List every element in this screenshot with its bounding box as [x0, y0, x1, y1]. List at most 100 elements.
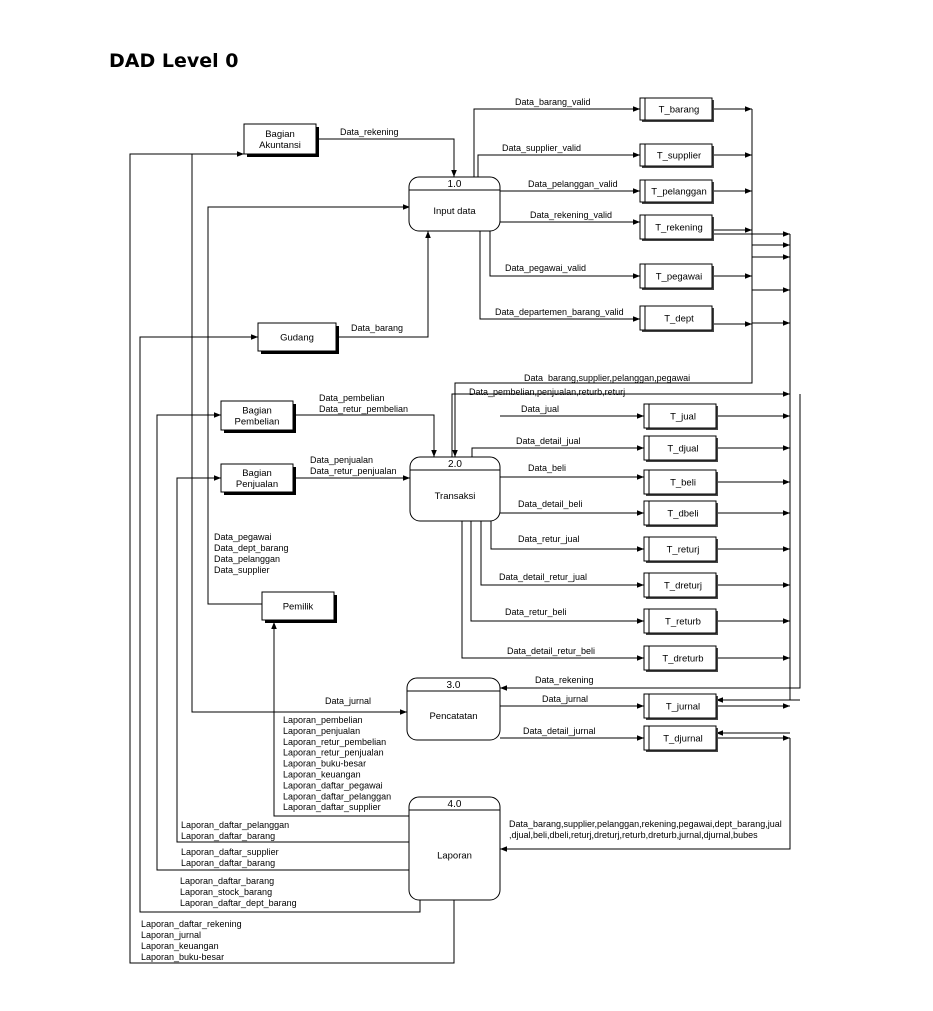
store-label: T_pegawai — [656, 272, 702, 283]
flow-dreturj — [480, 521, 644, 588]
store-box — [643, 403, 717, 429]
entity-box — [257, 322, 337, 352]
store-box — [643, 469, 717, 495]
label-data-rekening-p3: Data_rekening — [535, 675, 594, 685]
label-laporan-pemilik-1: Laporan_pembelian — [283, 715, 363, 725]
store-returj[interactable]: T_returj — [643, 536, 718, 563]
entity-label: Pembelian — [235, 417, 280, 428]
label-data-rekening-valid: Data_rekening_valid — [530, 210, 612, 220]
label-data-pegawai-valid: Data_pegawai_valid — [505, 263, 586, 273]
page-title: DAD Level 0 — [109, 50, 239, 72]
label-laporan-penjualan-1: Laporan_daftar_pelanggan — [181, 820, 289, 830]
flow-jurnal-in — [191, 154, 407, 715]
label-laporan-gudang-3: Laporan_daftar_dept_barang — [180, 898, 297, 908]
label-data-detail-retur-jual: Data_detail_retur_jual — [499, 572, 587, 582]
store-box — [643, 435, 717, 461]
store-label: T_supplier — [657, 151, 701, 162]
store-barang[interactable]: T_barang — [639, 97, 714, 122]
bus-vertical-master — [452, 109, 753, 457]
store-djual[interactable]: T_djual — [643, 435, 718, 462]
entity-label: Gudang — [280, 333, 314, 344]
store-box — [643, 572, 717, 598]
entity-gudang[interactable]: Gudang — [257, 322, 339, 354]
label-master-to-transaksi: Data_barang,supplier,pelanggan,pegawai — [524, 373, 690, 383]
store-label: T_jual — [670, 412, 696, 423]
store-label: T_djual — [667, 444, 698, 455]
store-label: T_beli — [670, 478, 696, 489]
process-number: 2.0 — [448, 459, 462, 470]
entity-label: Penjualan — [236, 479, 278, 490]
flow-returj — [490, 521, 644, 552]
flow-djual — [471, 445, 644, 457]
entity-label: Bagian — [242, 406, 272, 417]
store-supplier[interactable]: T_supplier — [639, 143, 714, 168]
store-label: T_barang — [659, 105, 700, 116]
store-jual[interactable]: T_jual — [643, 403, 718, 430]
store-box — [643, 693, 717, 719]
store-rekening[interactable]: T_rekening — [639, 214, 714, 241]
flow-stores-laporan — [500, 738, 791, 852]
label-pemilik-in-3: Data_pelanggan — [214, 554, 280, 564]
store-returb[interactable]: T_returb — [643, 608, 718, 635]
flow-returb — [470, 521, 644, 624]
store-jurnal[interactable]: T_jurnal — [643, 693, 718, 720]
store-beli[interactable]: T_beli — [643, 469, 718, 496]
entity-box — [261, 591, 335, 621]
label-data-jurnal-out: Data_jurnal — [542, 694, 588, 704]
label-laporan-pemilik-7: Laporan_daftar_pegawai — [283, 780, 383, 790]
entity-box — [220, 400, 294, 431]
store-label: T_dbeli — [667, 509, 698, 520]
label-laporan-pemilik-2: Laporan_penjualan — [283, 726, 360, 736]
process-box — [409, 456, 501, 522]
store-djurnal[interactable]: T_djurnal — [643, 725, 718, 752]
label-laporan-akuntansi-4: Laporan_buku-besar — [141, 952, 224, 962]
label-data-barang: Data_barang — [351, 323, 403, 333]
label-laporan-akuntansi-2: Laporan_jurnal — [141, 930, 201, 940]
label-penjualan-in-2: Data_retur_penjualan — [310, 466, 397, 476]
store-label: T_rekening — [655, 223, 703, 234]
store-box — [643, 500, 717, 526]
label-laporan-pemilik-8: Laporan_daftar_pelanggan — [283, 791, 391, 801]
label-laporan-pembelian-1: Laporan_daftar_supplier — [181, 847, 279, 857]
bus-right-outer — [789, 234, 800, 701]
label-data-jurnal-in: Data_jurnal — [325, 696, 371, 706]
flow-laporan-akuntansi — [129, 151, 455, 964]
store-label: T_dreturb — [662, 654, 703, 665]
process-number: 3.0 — [447, 680, 461, 691]
label-stores-to-laporan-2: ,djual,beli,dbeli,returj,dreturj,returb,… — [509, 830, 758, 840]
label-data-rekening: Data_rekening — [340, 127, 399, 137]
process-number: 1.0 — [448, 179, 462, 190]
store-box — [639, 214, 713, 240]
label-data-detail-jurnal: Data_detail_jurnal — [523, 726, 596, 736]
label-data-detail-retur-beli: Data_detail_retur_beli — [507, 646, 595, 656]
process-name: Laporan — [437, 851, 472, 862]
label-laporan-pemilik-5: Laporan_buku-besar — [283, 759, 366, 769]
store-label: T_returb — [665, 617, 701, 628]
process-number: 4.0 — [448, 799, 462, 810]
entity-label: Akuntansi — [259, 140, 301, 151]
label-laporan-akuntansi-3: Laporan_keuangan — [141, 941, 219, 951]
store-dreturj[interactable]: T_dreturj — [643, 572, 718, 599]
process-name: Pencatatan — [429, 711, 477, 722]
store-pelanggan[interactable]: T_pelanggan — [639, 179, 714, 204]
label-pemilik-in-1: Data_pegawai — [214, 532, 272, 542]
process-name: Transaksi — [435, 491, 476, 502]
store-box — [639, 179, 713, 203]
flow-laporan-pembelian — [156, 412, 409, 871]
store-dbeli[interactable]: T_dbeli — [643, 500, 718, 527]
flow-laporan-penjualan — [176, 475, 409, 843]
store-box — [639, 305, 713, 331]
entity-pemilik[interactable]: Pemilik — [261, 591, 337, 623]
store-pegawai[interactable]: T_pegawai — [639, 263, 714, 290]
store-dept[interactable]: T_dept — [639, 305, 714, 332]
store-dreturb[interactable]: T_dreturb — [643, 645, 718, 672]
bus-right-inner — [500, 394, 801, 691]
process-box — [406, 677, 501, 741]
